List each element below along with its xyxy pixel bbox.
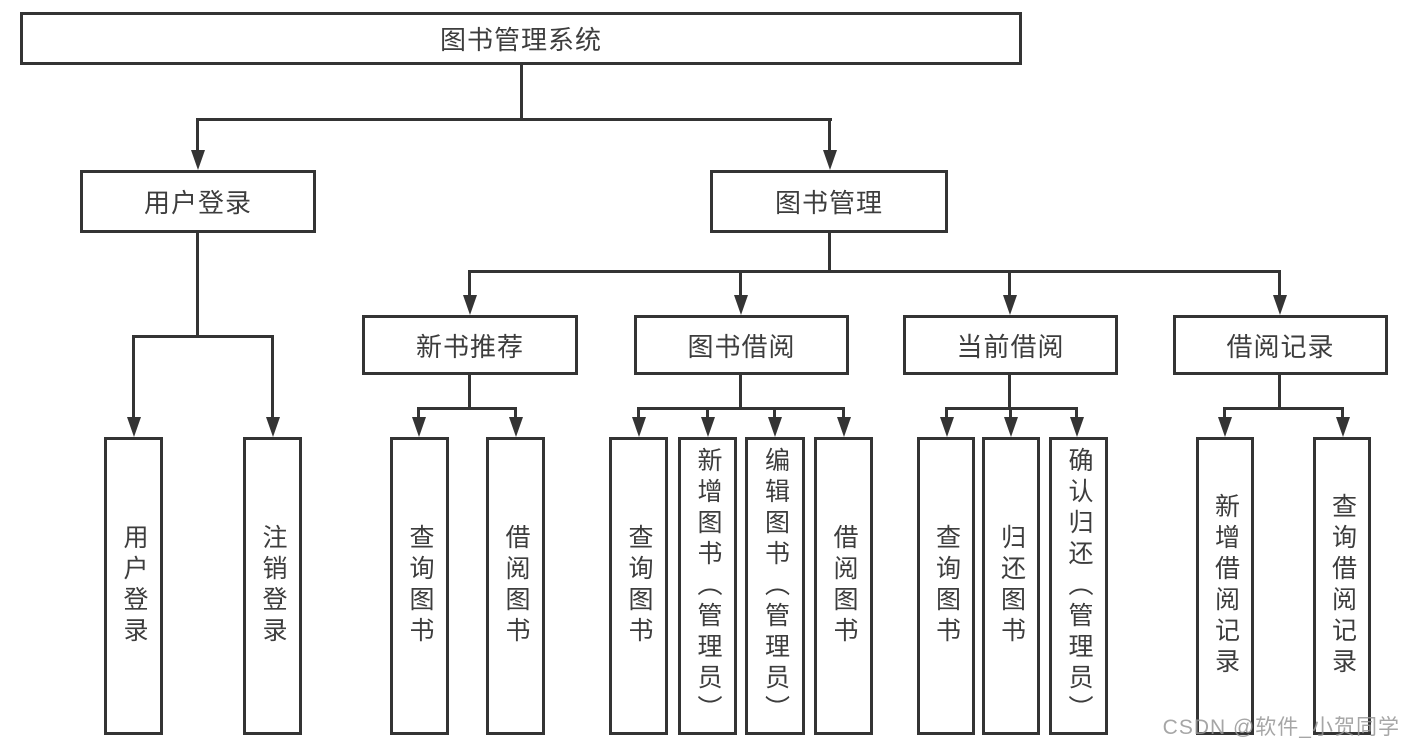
leaf-query-books-current: 查询图书	[917, 437, 975, 735]
connector-current-borrowing-stem	[1008, 375, 1011, 408]
leaf-confirm-return-admin: 确认归还（管理员）	[1049, 437, 1108, 735]
node-label: 图书管理系统	[439, 25, 602, 55]
leaf-edit-books-admin: 编辑图书（管理员）	[745, 437, 805, 735]
arrow-down-icon	[1335, 407, 1350, 437]
connector-borrowing-records-stem	[1278, 375, 1281, 408]
leaf-label: 注销登录	[259, 524, 287, 648]
leaf-label: 用户登录	[120, 524, 148, 648]
connector-book-borrowing-rail	[637, 407, 845, 410]
connector-level1-rail	[196, 118, 832, 121]
node-user-login: 用户登录	[80, 170, 316, 233]
arrow-down-icon	[1002, 270, 1017, 315]
leaf-borrow-books-recommend: 借阅图书	[486, 437, 545, 735]
connector-new-book-stem	[468, 375, 471, 408]
arrow-down-icon	[1217, 407, 1232, 437]
leaf-label: 新增图书（管理员）	[694, 446, 722, 726]
leaf-add-books-admin: 新增图书（管理员）	[678, 437, 737, 735]
connector-user-login-stem	[196, 233, 199, 335]
arrow-down-icon	[822, 118, 837, 170]
connector-new-book-rail	[417, 407, 517, 410]
leaf-user-login: 用户登录	[104, 437, 163, 735]
node-book-management: 图书管理	[710, 170, 948, 233]
arrow-down-icon	[265, 335, 280, 437]
arrow-down-icon	[126, 335, 141, 437]
arrow-down-icon	[836, 407, 851, 437]
node-library-management-system: 图书管理系统	[20, 12, 1022, 65]
leaf-label: 查询图书	[625, 524, 653, 648]
arrow-down-icon	[508, 407, 523, 437]
leaf-label: 查询图书	[406, 524, 434, 648]
node-book-borrowing: 图书借阅	[634, 315, 849, 375]
leaf-add-borrow-record: 新增借阅记录	[1196, 437, 1254, 735]
connector-book-borrowing-stem	[739, 375, 742, 408]
leaf-query-borrow-record: 查询借阅记录	[1313, 437, 1371, 735]
arrow-down-icon	[1272, 270, 1287, 315]
node-label: 新书推荐	[415, 331, 524, 362]
arrow-down-icon	[411, 407, 426, 437]
leaf-label: 借阅图书	[830, 524, 858, 648]
leaf-label: 确认归还（管理员）	[1065, 446, 1093, 726]
arrow-down-icon	[733, 270, 748, 315]
arrow-down-icon	[1069, 407, 1084, 437]
csdn-watermark: CSDN @软件_小贺同学	[1162, 716, 1400, 739]
node-current-borrowing: 当前借阅	[903, 315, 1118, 375]
leaf-label: 归还图书	[997, 524, 1026, 648]
connector-borrowing-records-rail	[1223, 407, 1344, 410]
leaf-label: 查询借阅记录	[1328, 493, 1357, 679]
arrow-down-icon	[631, 407, 646, 437]
leaf-query-books-borrowing: 查询图书	[609, 437, 668, 735]
connector-book-management-stem	[828, 233, 831, 270]
connector-root-stem	[520, 65, 523, 118]
leaf-label: 查询图书	[932, 524, 961, 648]
connector-user-login-rail	[132, 335, 274, 338]
arrow-down-icon	[1003, 407, 1018, 437]
arrow-down-icon	[767, 407, 782, 437]
node-borrowing-records: 借阅记录	[1173, 315, 1388, 375]
leaf-label: 借阅图书	[502, 524, 530, 648]
leaf-logout: 注销登录	[243, 437, 302, 735]
leaf-label: 编辑图书（管理员）	[761, 446, 790, 726]
arrow-down-icon	[939, 407, 954, 437]
arrow-down-icon	[700, 407, 715, 437]
connector-level2-rail	[468, 270, 1281, 273]
node-new-book-recommendation: 新书推荐	[362, 315, 578, 375]
node-label: 图书借阅	[687, 331, 796, 362]
node-label: 用户登录	[143, 188, 252, 218]
leaf-label: 新增借阅记录	[1211, 493, 1240, 679]
node-label: 当前借阅	[956, 331, 1065, 362]
node-label: 借阅记录	[1226, 331, 1335, 362]
leaf-query-books-recommend: 查询图书	[390, 437, 449, 735]
arrow-down-icon	[190, 118, 205, 170]
node-label: 图书管理	[774, 188, 883, 218]
leaf-return-books: 归还图书	[982, 437, 1040, 735]
arrow-down-icon	[462, 270, 477, 315]
leaf-borrow-books: 借阅图书	[814, 437, 873, 735]
